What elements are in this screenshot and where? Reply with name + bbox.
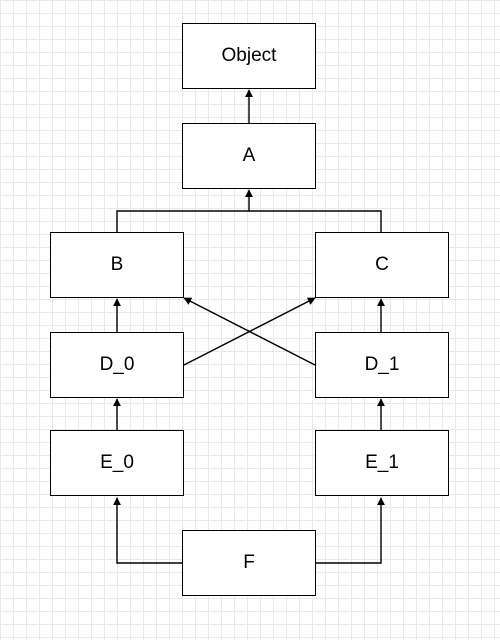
node-f-label: F <box>243 552 255 573</box>
node-e1-label: E_1 <box>365 452 399 473</box>
edge-f-to-e0 <box>113 497 182 564</box>
edge-b-to-a <box>116 189 253 232</box>
edge-f-to-e1 <box>316 497 385 564</box>
node-d0[interactable]: D_0 <box>50 332 184 398</box>
node-b-label: B <box>110 254 124 275</box>
edge-d1-to-b <box>183 297 316 366</box>
node-e0[interactable]: E_0 <box>50 430 184 496</box>
node-d1-label: D_1 <box>364 354 400 375</box>
node-c-label: C <box>375 254 389 275</box>
node-d1[interactable]: D_1 <box>315 332 449 398</box>
node-object-label: Object <box>221 45 277 66</box>
node-b[interactable]: B <box>50 232 184 298</box>
node-d0-label: D_0 <box>99 354 135 375</box>
node-f[interactable]: F <box>182 530 316 596</box>
node-c[interactable]: C <box>315 232 449 298</box>
node-a[interactable]: A <box>182 123 316 189</box>
node-object[interactable]: Object <box>182 23 316 89</box>
node-a-label: A <box>242 145 256 166</box>
node-e1[interactable]: E_1 <box>315 430 449 496</box>
edge-c-to-a <box>249 210 382 232</box>
node-e0-label: E_0 <box>100 452 134 473</box>
